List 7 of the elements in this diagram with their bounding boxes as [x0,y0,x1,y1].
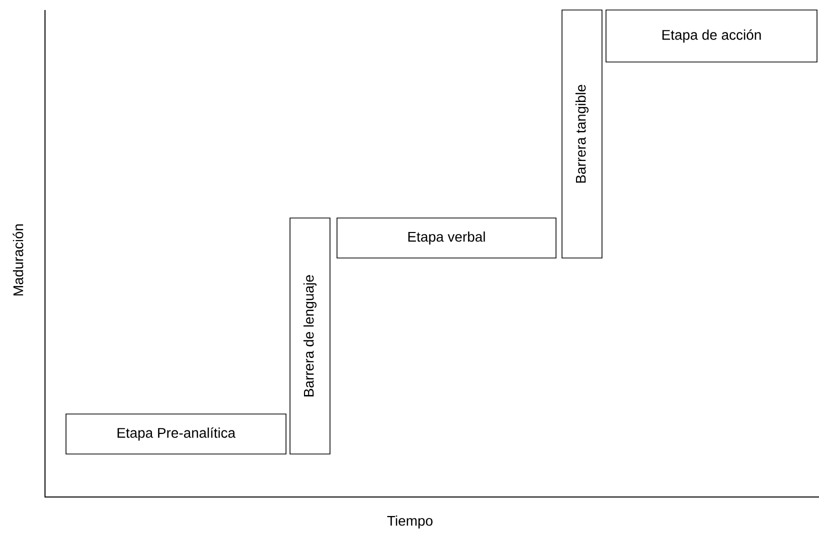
barrier-box: Barrera de lenguaje [290,218,330,454]
stage-box: Etapa de acción [606,10,818,62]
stage-box: Etapa verbal [336,218,556,258]
axis-title: Tiempo [387,515,432,529]
axis-title: Maduración [12,224,24,296]
barrier-box: Barrera tangible [562,10,602,258]
stage-box: Etapa Pre-analítica [66,414,286,454]
